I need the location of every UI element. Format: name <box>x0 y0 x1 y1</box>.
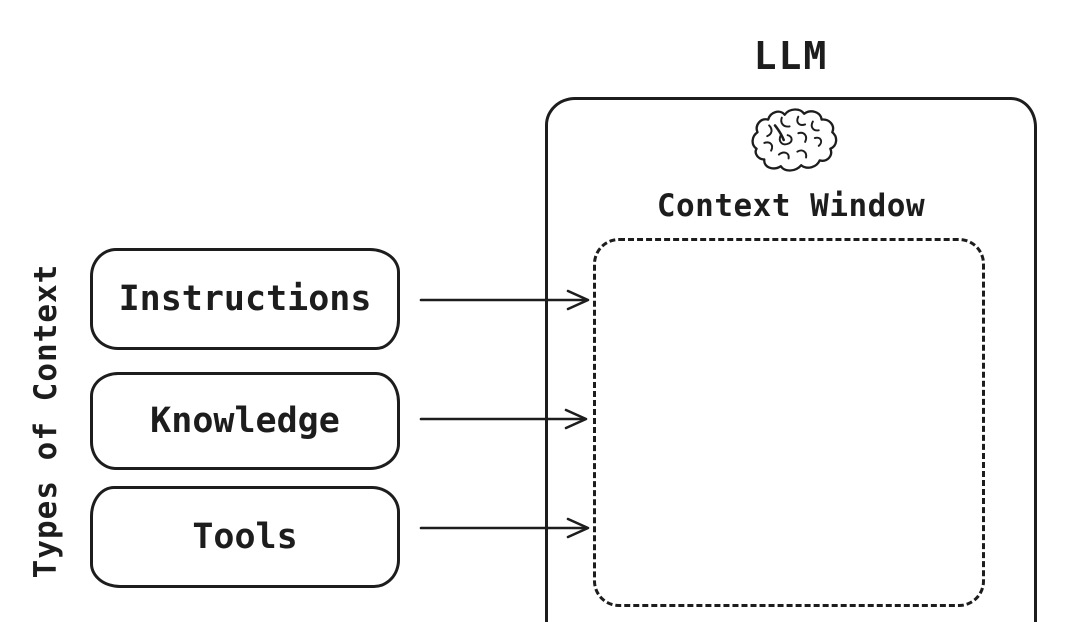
context-type-label: Tools <box>192 517 298 557</box>
context-type-box-knowledge: Knowledge <box>90 372 400 470</box>
context-window-label: Context Window <box>656 188 926 224</box>
context-type-box-tools: Tools <box>90 486 400 588</box>
context-window-box <box>593 238 985 607</box>
context-type-label: Instructions <box>118 279 372 319</box>
context-type-box-instructions: Instructions <box>90 248 400 350</box>
context-type-label: Knowledge <box>150 401 340 441</box>
llm-title: LLM <box>753 34 829 78</box>
brain-icon <box>751 108 838 172</box>
side-axis-label: Types of Context <box>28 263 64 579</box>
llm-box <box>545 97 1037 622</box>
